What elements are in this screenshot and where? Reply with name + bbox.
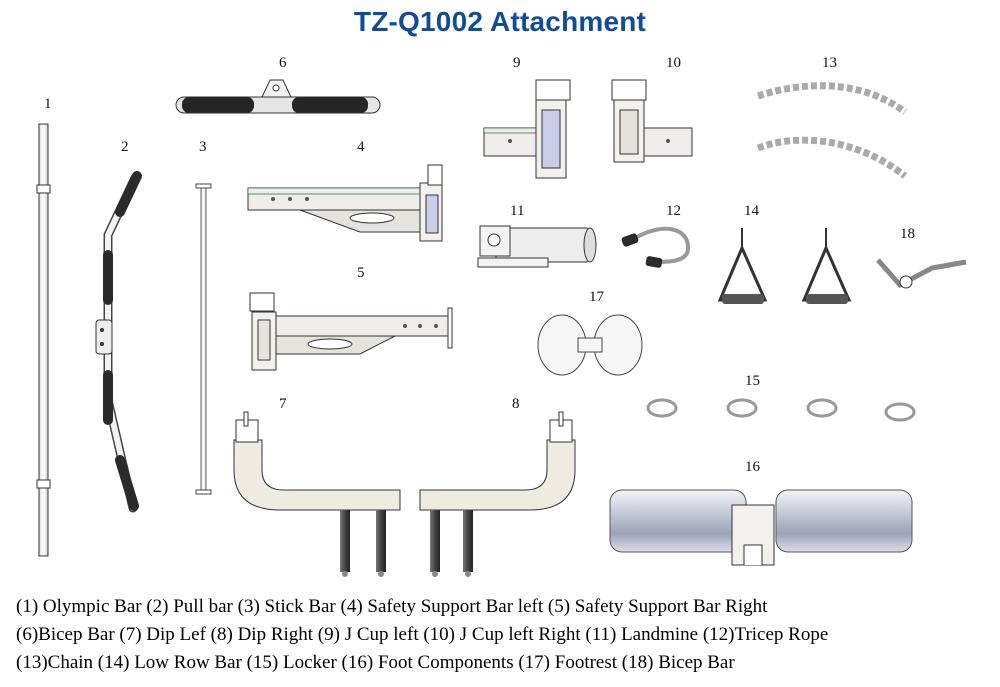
footrest-drawing	[537, 314, 643, 376]
item-number-9: 9	[513, 55, 521, 71]
item-number-4: 4	[357, 139, 365, 155]
item-number-5: 5	[357, 265, 365, 281]
item-number-15: 15	[745, 373, 760, 389]
locker-drawing	[646, 398, 916, 422]
dip-left-drawing	[233, 411, 401, 577]
bicep-bar-18-drawing	[876, 258, 967, 289]
item-number-1: 1	[44, 96, 52, 112]
item-number-14: 14	[744, 203, 759, 219]
j-cup-right-drawing	[611, 79, 693, 163]
page-title: TZ-Q1002 Attachment	[353, 6, 647, 37]
foot-components-drawing	[609, 489, 913, 566]
item-number-8: 8	[512, 396, 520, 412]
olympic-bar-drawing	[36, 123, 51, 557]
item-number-17: 17	[589, 289, 604, 305]
stick-bar-drawing	[195, 183, 212, 495]
dip-right-drawing	[419, 411, 576, 577]
item-number-11: 11	[510, 203, 525, 219]
item-number-18: 18	[900, 226, 915, 242]
item-number-3: 3	[199, 139, 207, 155]
item-number-6: 6	[279, 55, 287, 71]
low-row-bar-drawing	[717, 228, 852, 304]
caption-line-2: (6)Bicep Bar (7) Dip Lef (8) Dip Right (…	[16, 624, 829, 645]
item-number-16: 16	[745, 459, 760, 475]
item-number-10: 10	[666, 55, 681, 71]
j-cup-left-drawing	[483, 79, 571, 179]
chain-drawing	[756, 82, 908, 179]
item-number-12: 12	[666, 203, 681, 219]
item-number-7: 7	[279, 396, 287, 412]
caption-line-3: (13)Chain (14) Low Row Bar (15) Locker (…	[16, 652, 735, 673]
item-number-13: 13	[822, 55, 837, 71]
pull-bar-drawing	[95, 171, 142, 513]
safety-support-bar-right-drawing	[249, 292, 453, 371]
item-number-2: 2	[121, 139, 129, 155]
tricep-rope-drawing	[621, 226, 691, 268]
safety-support-bar-left-drawing	[247, 164, 443, 242]
bicep-bar-6-drawing	[175, 79, 381, 114]
caption-line-1: (1) Olympic Bar (2) Pull bar (3) Stick B…	[16, 596, 768, 617]
landmine-drawing	[477, 225, 597, 268]
